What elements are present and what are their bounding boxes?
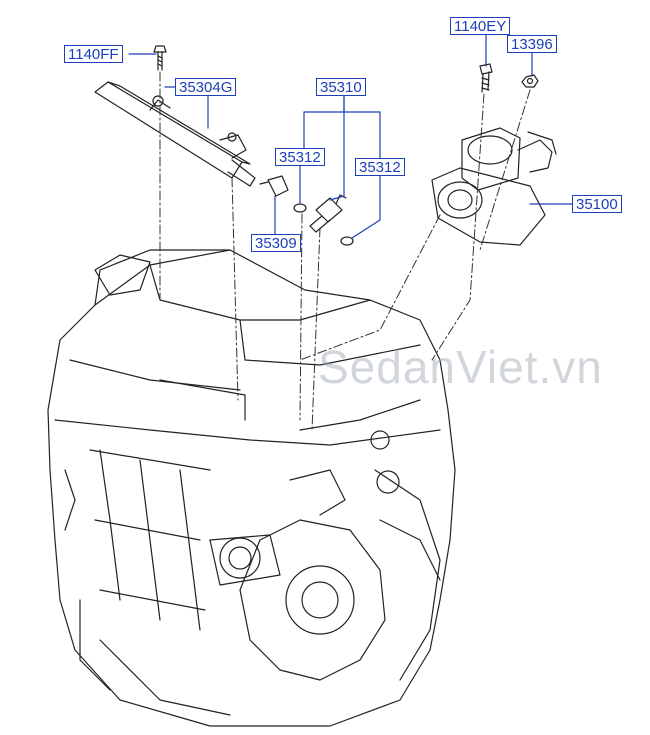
bolt-1140ff bbox=[153, 45, 167, 71]
throttle-body bbox=[431, 127, 557, 246]
callout-35304g[interactable]: 35304G bbox=[175, 78, 237, 96]
fuel-rail bbox=[94, 81, 256, 187]
assembly-lines bbox=[159, 71, 531, 431]
callout-35312-left[interactable]: 35312 bbox=[275, 148, 325, 166]
callout-35310[interactable]: 35310 bbox=[316, 78, 366, 96]
callout-1140ff[interactable]: 1140FF bbox=[64, 45, 123, 63]
callout-35309[interactable]: 35309 bbox=[251, 234, 301, 252]
callout-1140ey[interactable]: 1140EY bbox=[450, 17, 511, 35]
leader-lines bbox=[128, 34, 573, 239]
callout-35100[interactable]: 35100 bbox=[572, 195, 622, 213]
connector-35309 bbox=[259, 175, 289, 197]
bolt-1140ey bbox=[479, 63, 493, 93]
injector-35310 bbox=[309, 194, 347, 233]
o-rings bbox=[293, 203, 354, 246]
nut-13396 bbox=[521, 74, 539, 88]
engine-block bbox=[47, 249, 456, 727]
callout-35312-right[interactable]: 35312 bbox=[355, 158, 405, 176]
callout-13396[interactable]: 13396 bbox=[507, 35, 557, 53]
watermark: SedanViet.vn bbox=[318, 341, 603, 393]
